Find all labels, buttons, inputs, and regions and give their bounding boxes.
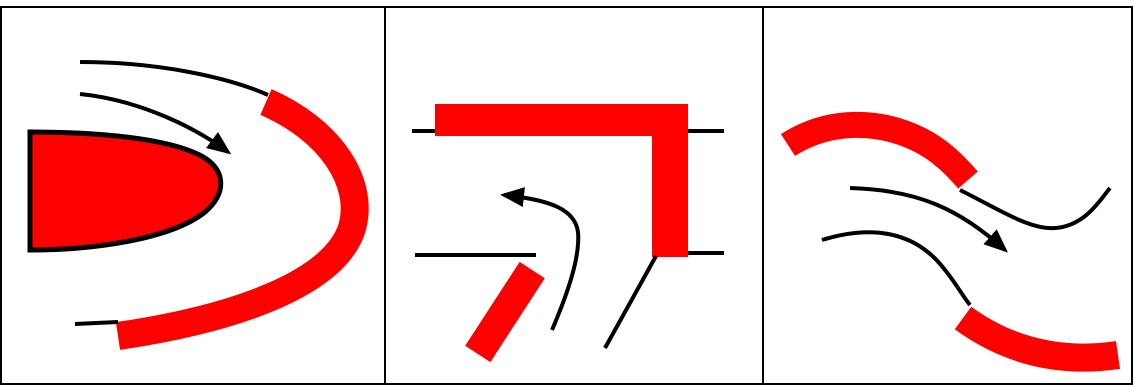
panel-3 [788,125,1118,358]
panel-2-exit-line [605,256,656,348]
panel-3-streamline-lower [822,232,970,305]
panel-1 [30,62,355,336]
panel-1-streamline-exit [75,322,118,324]
panel-1-red-body [30,132,221,250]
panel-2 [412,104,724,362]
panel-1-streamline-outer [80,62,268,95]
panel-3-streamline-upper [960,188,1110,228]
panel-3-red-wall-upper [788,125,968,180]
panel-3-flow-arrow [850,188,1005,250]
panel-2-red-inclined-plate [465,262,545,362]
panel-3-red-wall-lower [963,318,1118,358]
panel-2-red-corner-wall [435,104,688,257]
